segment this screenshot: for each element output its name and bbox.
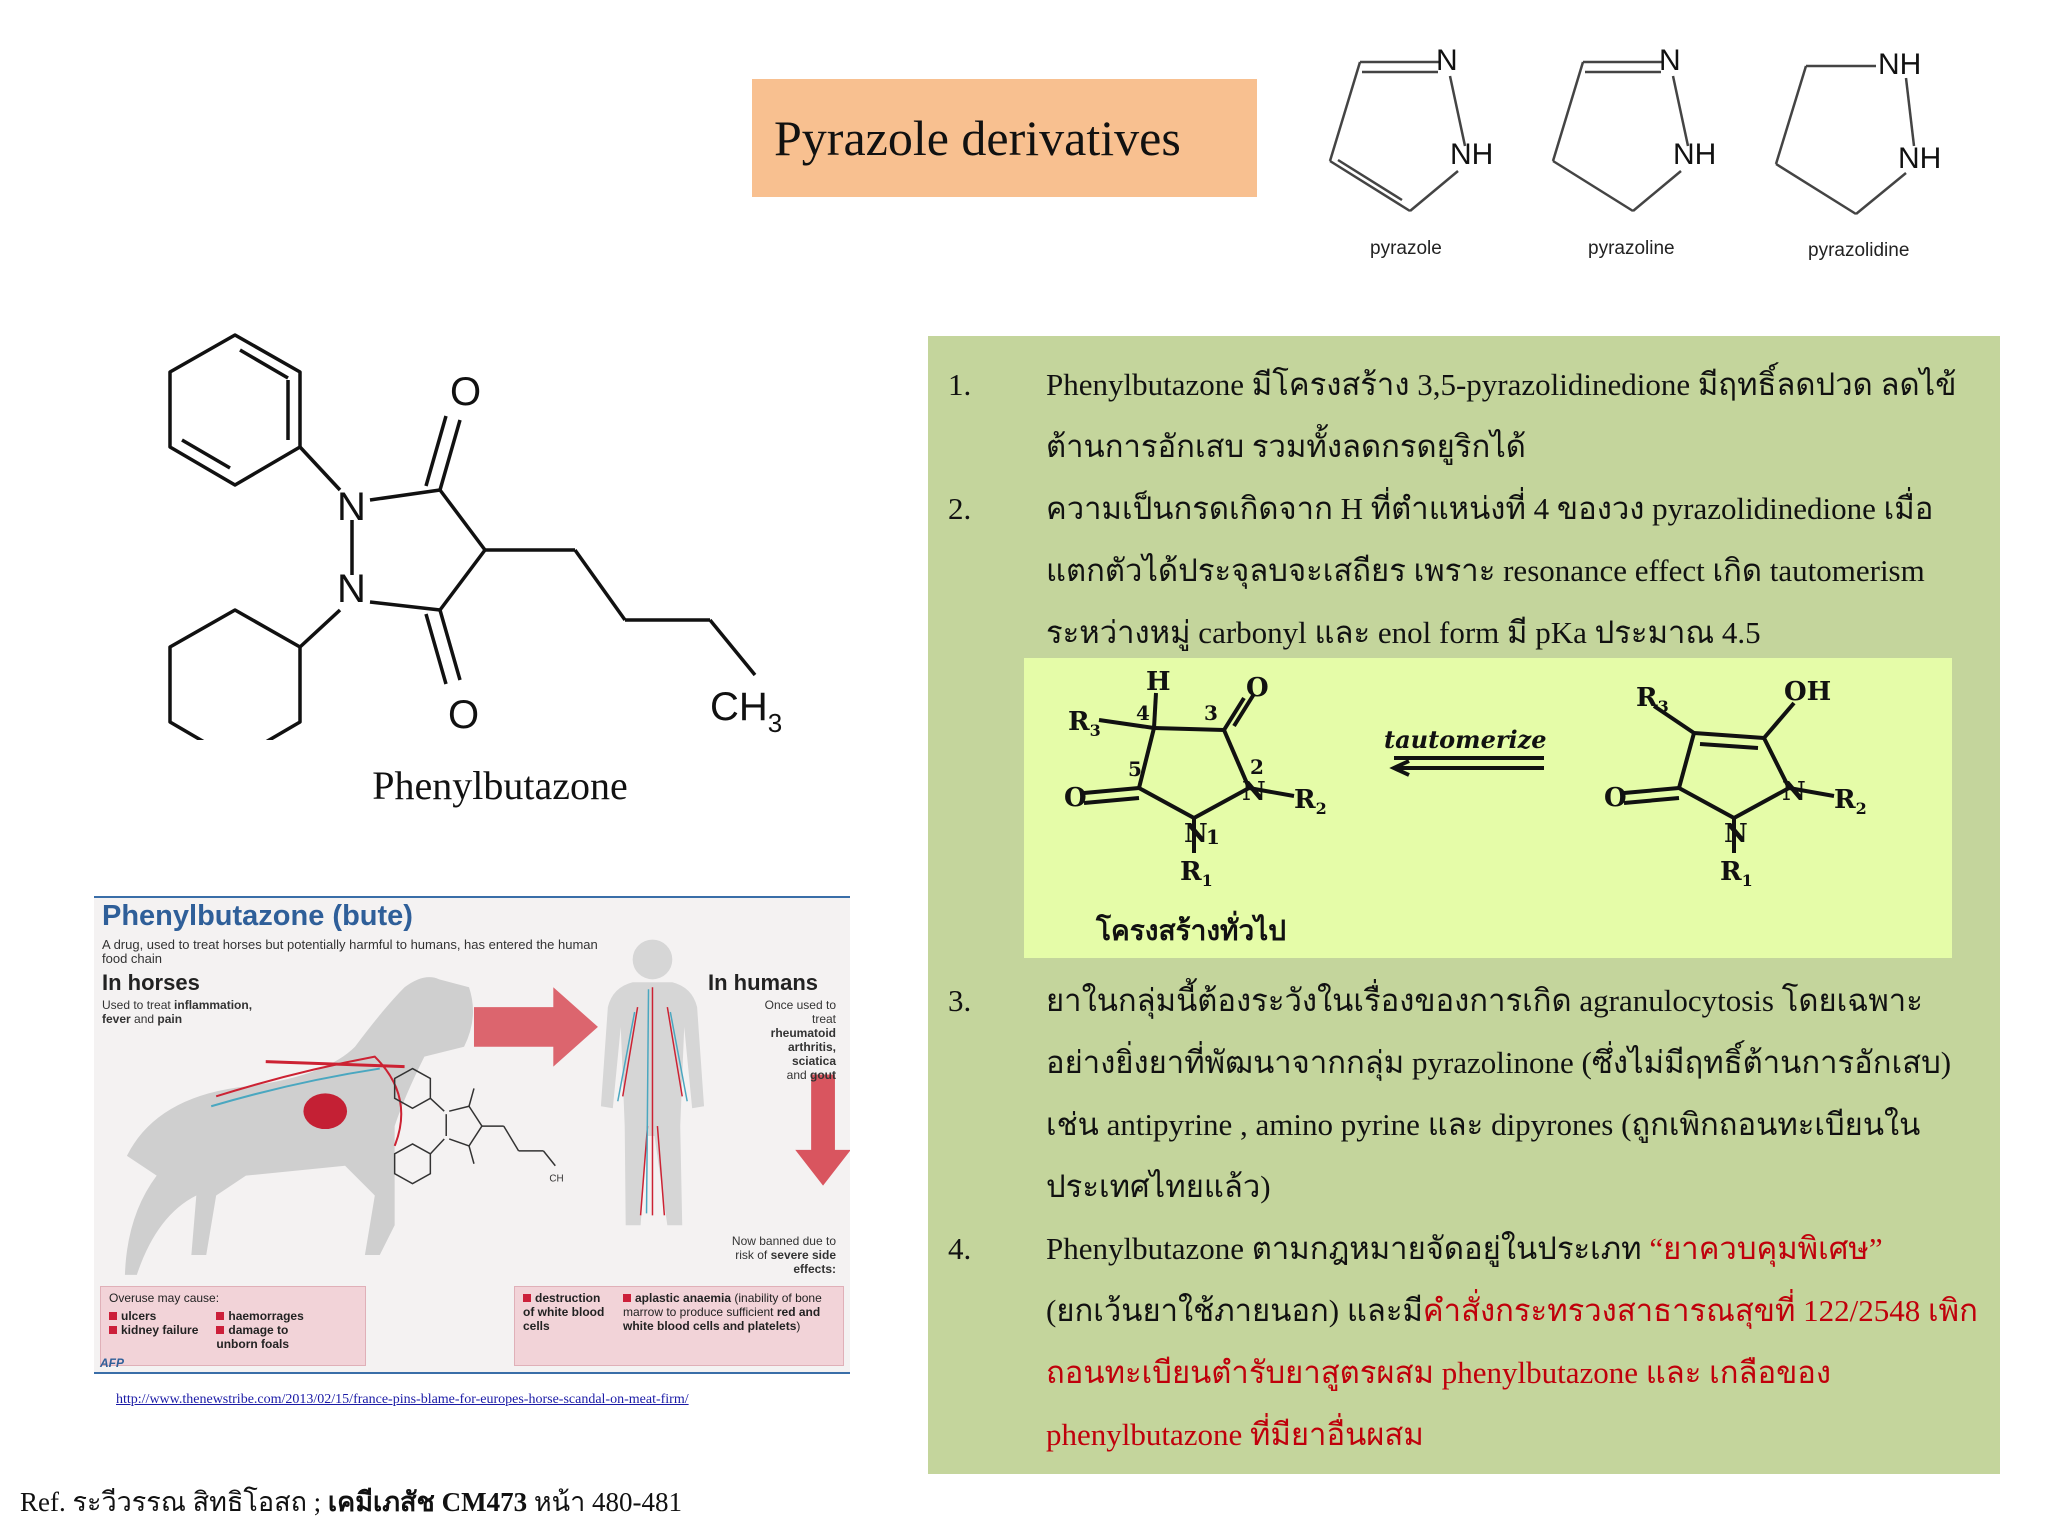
overuse-item: kidney failure xyxy=(109,1323,198,1337)
pyrazole-structure: N NH pyrazole xyxy=(1310,36,1520,276)
phenylbutazone-structure: O O N N CH3 xyxy=(130,320,830,762)
source-link[interactable]: http://www.thenewstribe.com/2013/02/15/f… xyxy=(116,1392,689,1407)
pyrazole-atom-n: N xyxy=(1436,44,1458,77)
pyrazoline-atom-nh: NH xyxy=(1673,138,1716,171)
taut-oh: OH xyxy=(1784,677,1831,707)
taut-n2-right: N xyxy=(1782,777,1806,807)
taut-pos5: 5 xyxy=(1128,757,1142,781)
infographic-illustration: CH xyxy=(124,939,850,1275)
taut-pos1: 1 xyxy=(1206,825,1220,849)
taut-n1-right: N xyxy=(1724,819,1748,849)
side-effect-item: aplastic anaemia (inability of bone marr… xyxy=(623,1291,822,1333)
slide-title-text: Pyrazole derivatives xyxy=(774,110,1181,166)
infographic-subtitle: A drug, used to treat horses but potenti… xyxy=(102,937,598,966)
infographic-overuse-box: Overuse may cause: ulcers kidney failure… xyxy=(100,1286,366,1366)
list-item-number: 1. xyxy=(948,367,972,402)
info-panel: 1. Phenylbutazone มีโครงสร้าง 3,5-pyrazo… xyxy=(928,336,2000,1474)
infographic-title: Phenylbutazone (bute) xyxy=(102,900,413,932)
taut-r3-right: R3 xyxy=(1636,683,1669,716)
taut-r2-right: R2 xyxy=(1834,785,1867,818)
taut-r3-left: R3 xyxy=(1068,707,1101,740)
pyrazoline-atom-n: N xyxy=(1659,44,1681,77)
taut-n1-left: N xyxy=(1184,819,1208,849)
infographic-horses-heading: In horses xyxy=(102,970,200,995)
overuse-item: haemorrages xyxy=(216,1309,326,1323)
taut-r1-left: R1 xyxy=(1180,857,1213,890)
pyrazolidine-caption: pyrazolidine xyxy=(1808,240,1909,261)
taut-pos2: 2 xyxy=(1250,755,1264,779)
taut-o-left: O xyxy=(1064,783,1087,813)
list-item-text: ยาในกลุ่มนี้ต้องระวังในเรื่องของการเกิด … xyxy=(1046,983,1952,1204)
taut-pos3: 3 xyxy=(1204,701,1218,725)
taut-o-right: O xyxy=(1604,783,1627,813)
pyrazolidine-atom-nh-right: NH xyxy=(1898,142,1941,175)
list-item-text: Phenylbutazone มีโครงสร้าง 3,5-pyrazolid… xyxy=(1046,367,1957,464)
reference: Ref. ระวีวรรณ สิทธิโอสถ ; เคมีเภสัช CM47… xyxy=(20,1487,682,1517)
pbz-n2: N xyxy=(337,567,366,611)
pbz-o-bottom: O xyxy=(448,693,479,737)
pyrazoline-structure: N NH pyrazoline xyxy=(1533,36,1743,276)
overuse-item: damage to unborn foals xyxy=(216,1323,290,1351)
taut-arrow-label: tautomerize xyxy=(1384,725,1547,754)
list-item-number: 3. xyxy=(948,983,972,1018)
tautomerism-figure: H R3 4 3 O 5 2 O N R2 N 1 R1 โครงสร้างทั… xyxy=(1024,658,1952,958)
pbz-o-top: O xyxy=(450,370,481,414)
phenylbutazone-name: Phenylbutazone xyxy=(372,763,628,808)
slide-title: Pyrazole derivatives xyxy=(752,79,1257,197)
infographic-humans-heading: In humans xyxy=(708,970,819,995)
taut-caption: โครงสร้างทั่วไป xyxy=(1095,910,1286,947)
list-item-number: 2. xyxy=(948,491,972,526)
pyrazolidine-atom-nh-top: NH xyxy=(1878,48,1921,81)
pyrazoline-caption: pyrazoline xyxy=(1588,238,1675,259)
taut-h: H xyxy=(1146,667,1171,697)
pyrazole-caption: pyrazole xyxy=(1370,238,1442,259)
pbz-n1: N xyxy=(337,485,366,529)
infographic-banned-text: Now banned due to risk of severe side ef… xyxy=(731,1234,836,1276)
taut-o-top-left: O xyxy=(1246,673,1269,703)
list-item-text: ความเป็นกรดเกิดจาก H ที่ตำแหน่งที่ 4 ของ… xyxy=(1046,491,1934,650)
infographic-side-effects-box: destruction of white blood cells aplasti… xyxy=(514,1286,844,1366)
taut-n2-left: N xyxy=(1242,777,1266,807)
pyrazole-atom-nh: NH xyxy=(1450,138,1493,171)
infographic-horses-text: Used to treat inflammation,fever and pai… xyxy=(102,998,253,1026)
pbz-ch3: CH3 xyxy=(710,685,782,738)
taut-r2-left: R2 xyxy=(1294,785,1327,818)
list-item-number: 4. xyxy=(948,1231,972,1266)
bute-infographic: CH Phenylbutazone (bute) A drug, used to… xyxy=(94,896,850,1374)
taut-r1-right: R1 xyxy=(1720,857,1753,890)
pyrazolidine-structure: NH NH pyrazolidine xyxy=(1756,36,1966,276)
infographic-credit: AFP xyxy=(100,1356,124,1370)
overuse-title: Overuse may cause: xyxy=(109,1291,220,1305)
overuse-item: ulcers xyxy=(109,1309,198,1323)
list-item-text: Phenylbutazone ตามกฎหมายจัดอยู่ในประเภท … xyxy=(1046,1231,1978,1452)
infographic-ch3: CH xyxy=(549,1174,563,1185)
taut-pos4: 4 xyxy=(1136,701,1150,725)
side-effect-item: destruction of white blood cells xyxy=(523,1291,605,1333)
